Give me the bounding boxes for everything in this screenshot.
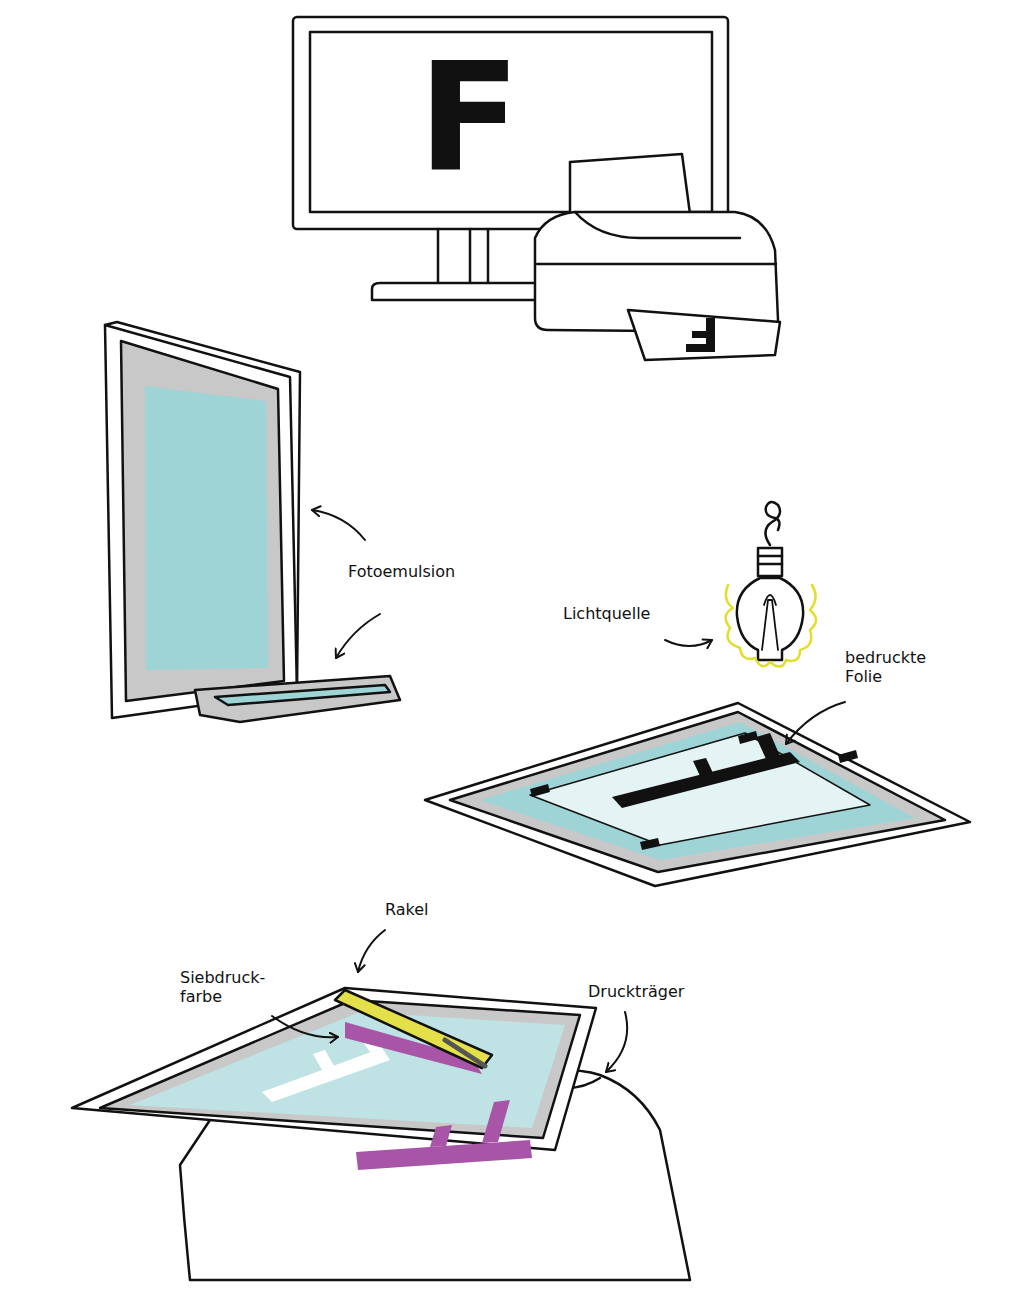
print-screen (72, 988, 596, 1150)
film-letter (612, 733, 800, 808)
coated-screen (105, 322, 300, 718)
callout-label: Rakel (385, 900, 429, 919)
callout-label: Lichtquelle (563, 604, 650, 623)
mirrored-letter (686, 318, 715, 352)
squeegee (335, 990, 492, 1068)
leader-arrows (272, 510, 845, 1072)
callout-label: Fotoemulsion (348, 562, 455, 581)
screen-letter: F (418, 42, 520, 192)
callout-label: bedruckte Folie (845, 648, 945, 686)
exposure-frame (425, 703, 970, 886)
printed-sheet (628, 310, 780, 360)
printer (535, 154, 780, 360)
callout-label: Siebdruck- farbe (180, 968, 280, 1006)
tape (530, 731, 858, 850)
coating-trough (195, 676, 400, 722)
printed-letter (356, 1100, 532, 1170)
callout-label: Druckträger (588, 982, 684, 1001)
printed-film (530, 733, 870, 845)
light-bulb (726, 502, 816, 667)
